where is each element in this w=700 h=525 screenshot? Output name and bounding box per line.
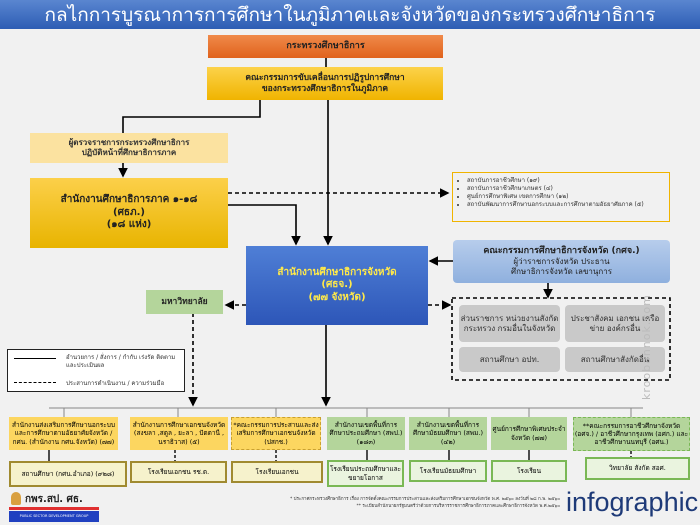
unit-label: *คณะกรรมการประสานและส่งเสริมการศึกษาเอกช… (233, 421, 319, 446)
reform-committee-line1: คณะกรรมการขับเคลื่อนการปฏิรูปการศึกษา (245, 72, 405, 83)
page-title: กลไกการบูรณาการการศึกษาในภูมิภาคและจังหว… (0, 0, 700, 29)
watermark: kroobannok.com (640, 294, 653, 400)
regional-line2: (ศธภ.) (113, 206, 145, 218)
footnotes: * ประกาศกระทรวงศึกษาธิการ เรื่อง การจัดต… (150, 497, 560, 511)
moe-label: กระทรวงศึกษาธิการ (286, 40, 365, 51)
reform-committee-line2: ของกระทรวงศึกษาธิการในภูมิภาค (261, 83, 389, 94)
provincial-committee-box: คณะกรรมการศึกษาธิการจังหวัด (กศจ.) ผู้ว่… (453, 240, 670, 283)
partner-label: ส่วนราชการ หน่วยงานสังกัดกระทรวง กรมอื่น… (460, 313, 559, 333)
unit-label: สำนักงานเขตพื้นที่การศึกษาประถมศึกษา (สพ… (329, 421, 403, 446)
unit-box: **คณะกรรมการอาชีวศึกษาจังหวัด (อศจ.) / อ… (573, 417, 690, 451)
infographic-brand: infographic (566, 487, 699, 517)
inspector-line1: ผู้ตรวจราชการกระทรวงศึกษาธิการ (68, 138, 190, 147)
regional-line3: (๑๘ แห่ง) (106, 219, 152, 231)
provincial-committee-secretary: ศึกษาธิการจังหวัด เลขานุการ (511, 267, 612, 277)
partner-box: สถานศึกษา อปท. (459, 347, 560, 372)
legend-solid-label: อำนวยการ / สั่งการ / กำกับ เร่งรัด ติดตา… (66, 354, 176, 369)
school-label: โรงเรียนประถมศึกษาและขยายโอกาส (329, 465, 402, 482)
university-label: มหาวิทยาลัย (161, 296, 208, 307)
footnote: * ประกาศกระทรวงศึกษาธิการ เรื่อง การจัดต… (289, 497, 560, 502)
reform-committee-box: คณะกรรมการขับเคลื่อนการปฏิรูปการศึกษา ขอ… (207, 67, 443, 100)
partner-box: สถานศึกษาสังกัดอื่น (565, 347, 665, 372)
institutes-box: สถาบันการอาชีวศึกษา (๑๙) สถาบันการอาชีวศ… (452, 172, 670, 222)
provincial-office-line1: สำนักงานศึกษาธิการจังหวัด (277, 266, 397, 278)
school-box: โรงเรียนประถมศึกษาและขยายโอกาส (327, 460, 404, 487)
unit-label: สำนักงานส่งเสริมการศึกษานอกระบบและการศึก… (12, 421, 115, 446)
footnote: ** ระเบียบสำนักนายกรัฐมนตรีว่าด้วยการบริ… (356, 503, 560, 509)
legend-dashed-label: ประสานการดำเนินงาน / ความร่วมมือ (66, 380, 165, 387)
regional-line1: สำนักงานศึกษาธิการภาค ๑-๑๘ (60, 194, 198, 206)
unit-box: สำนักงานเขตพื้นที่การศึกษามัธยมศึกษา (สพ… (409, 417, 487, 450)
partner-box: ส่วนราชการ หน่วยงานสังกัดกระทรวง กรมอื่น… (459, 305, 560, 342)
regional-office-box: สำนักงานศึกษาธิการภาค ๑-๑๘ (ศธภ.) (๑๘ แห… (30, 178, 228, 248)
school-box: วิทยาลัย สังกัด สอศ. (585, 457, 690, 480)
unit-label: ศูนย์การศึกษาพิเศษประจำจังหวัด (๗๗) (492, 425, 566, 442)
partner-label: สถานศึกษาสังกัดอื่น (580, 354, 650, 364)
unit-label: **คณะกรรมการอาชีวศึกษาจังหวัด (อศจ.) / อ… (574, 421, 689, 447)
provincial-office-line3: (๗๗ จังหวัด) (308, 291, 366, 303)
university-box: มหาวิทยาลัย (146, 290, 223, 314)
legend-dashed-swatch (14, 382, 56, 383)
partner-label: ประชาสังคม เอกชน เครือข่าย องค์กรอื่น (570, 313, 660, 333)
logo-subtitle: PUBLIC SECTOR DEVELOPMENT GROUP (9, 511, 99, 522)
unit-label: สำนักงานการศึกษาเอกชนจังหวัด (สงขลา ,สตู… (132, 421, 226, 446)
school-box: โรงเรียนเอกชน รช.ต. (130, 461, 227, 483)
school-label: สถานศึกษา (กศน.อำเภอ) (๙๒๘) (21, 469, 115, 478)
inspector-line2: ปฏิบัติหน้าที่ศึกษาธิการภาค (81, 148, 177, 157)
emblem-icon (11, 492, 21, 505)
provincial-committee-title: คณะกรรมการศึกษาธิการจังหวัด (กศจ.) (483, 245, 640, 256)
school-box: โรงเรียนมัธยมศึกษา (409, 460, 487, 482)
partner-box: ประชาสังคม เอกชน เครือข่าย องค์กรอื่น (565, 305, 665, 342)
school-label: โรงเรียนเอกชน (255, 467, 299, 476)
unit-box: ศูนย์การศึกษาพิเศษประจำจังหวัด (๗๗) (491, 417, 567, 450)
unit-box: *คณะกรรมการประสานและส่งเสริมการศึกษาเอกช… (231, 417, 321, 450)
legend: อำนวยการ / สั่งการ / กำกับ เร่งรัด ติดตา… (7, 349, 185, 392)
unit-box: สำนักงานการศึกษาเอกชนจังหวัด (สงขลา ,สตู… (130, 417, 228, 450)
partner-label: สถานศึกษา อปท. (479, 354, 540, 364)
school-box: โรงเรียนเอกชน (231, 461, 323, 483)
logo-text: กพร.สป. ศธ. (25, 494, 83, 505)
institute-item: สถาบันการอาชีวศึกษาเกษตร (๔) (467, 185, 663, 193)
unit-box: สำนักงานส่งเสริมการศึกษานอกระบบและการศึก… (9, 417, 118, 450)
provincial-office-box: สำนักงานศึกษาธิการจังหวัด (ศธจ.) (๗๗ จัง… (246, 246, 428, 325)
provincial-committee-chair: ผู้ว่าราชการจังหวัด ประธาน (513, 257, 610, 267)
unit-box: สำนักงานเขตพื้นที่การศึกษาประถมศึกษา (สพ… (327, 417, 405, 450)
institute-item: สถาบันการอาชีวศึกษา (๑๙) (467, 177, 663, 185)
footer-logo: กพร.สป. ศธ. PUBLIC SECTOR DEVELOPMENT GR… (9, 490, 99, 524)
school-box: สถานศึกษา (กศน.อำเภอ) (๙๒๘) (9, 461, 127, 487)
moe-box: กระทรวงศึกษาธิการ (208, 35, 443, 58)
inspector-box: ผู้ตรวจราชการกระทรวงศึกษาธิการ ปฏิบัติหน… (30, 133, 228, 163)
school-box: โรงเรียน (491, 460, 567, 482)
institute-item: ศูนย์การศึกษาพิเศษ เขตการศึกษา (๑๒) (467, 193, 663, 201)
unit-label: สำนักงานเขตพื้นที่การศึกษามัธยมศึกษา (สพ… (412, 421, 484, 446)
institute-item: สถาบันพัฒนาการศึกษานอกระบบและการศึกษาตาม… (467, 201, 663, 209)
school-label: โรงเรียน (516, 466, 542, 475)
provincial-office-line2: (ศธจ.) (321, 279, 353, 291)
school-label: วิทยาลัย สังกัด สอศ. (609, 464, 666, 473)
legend-solid-swatch (14, 358, 56, 359)
school-label: โรงเรียนมัธยมศึกษา (419, 466, 477, 475)
school-label: โรงเรียนเอกชน รช.ต. (147, 467, 210, 476)
